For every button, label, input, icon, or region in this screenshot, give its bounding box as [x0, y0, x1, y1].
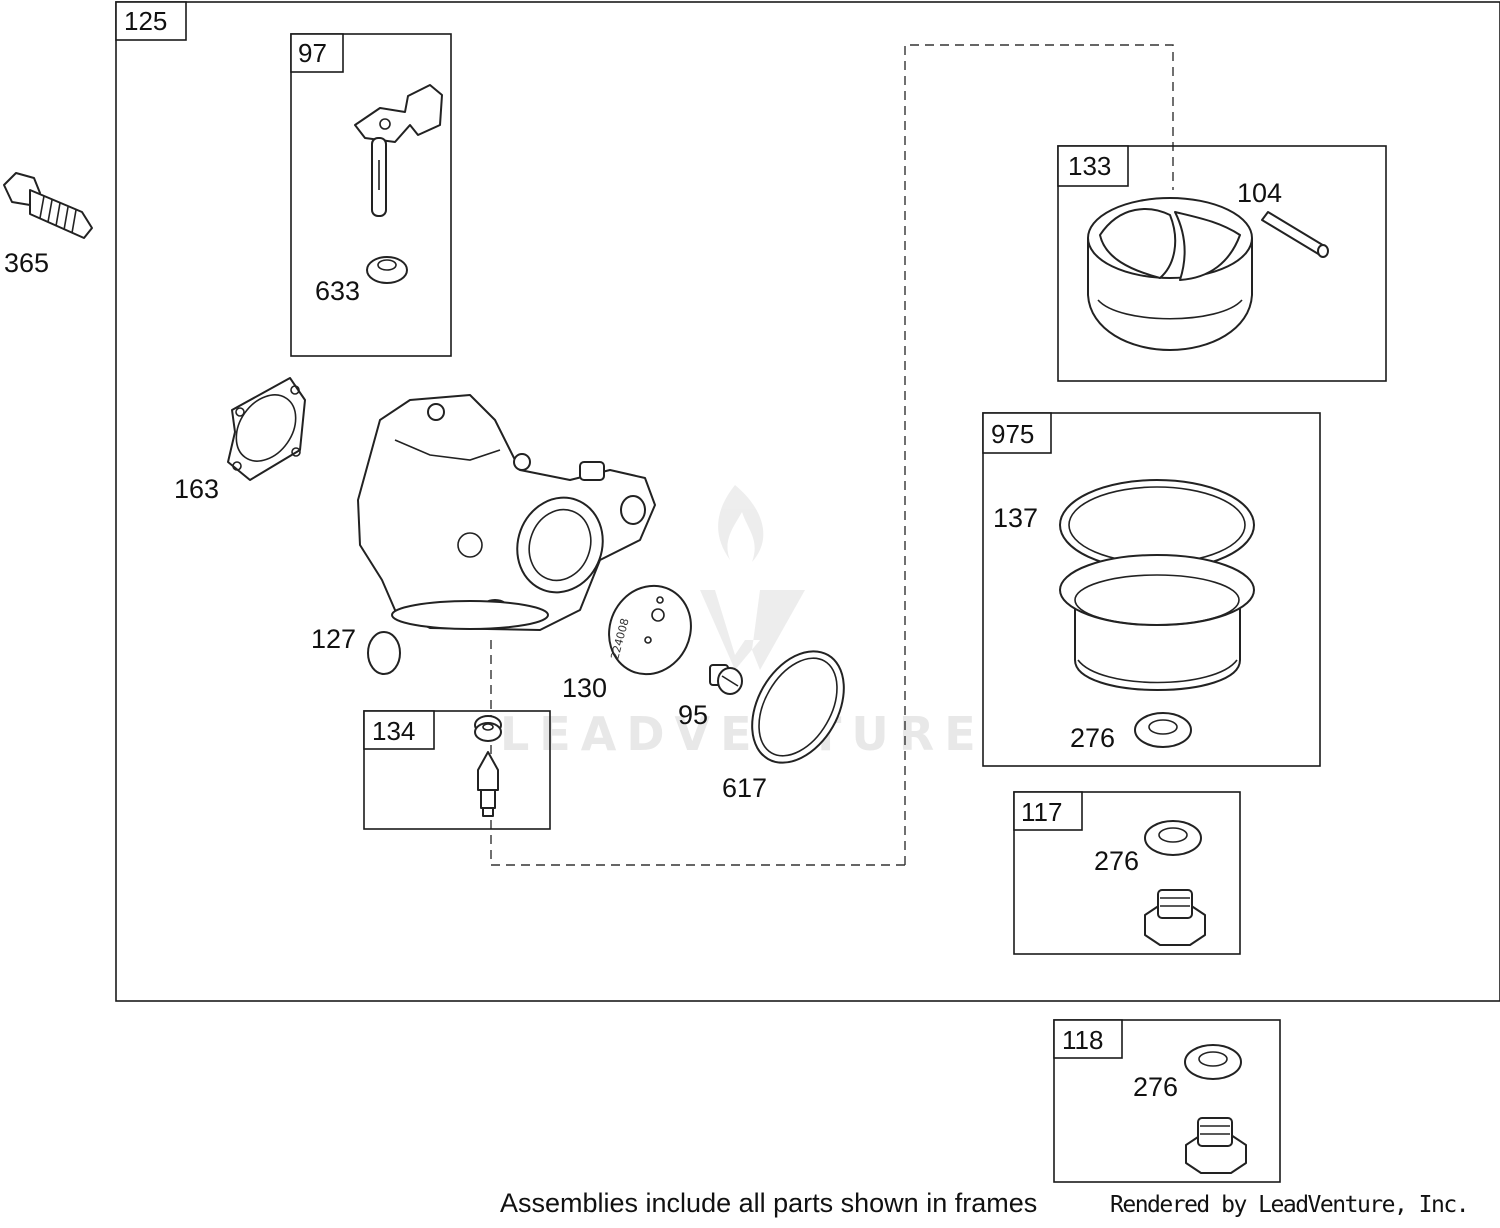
dashed-linkage-right [904, 44, 1174, 865]
callout-bolt: 365 [4, 248, 49, 278]
bolt-part [3, 172, 93, 239]
frame-drain-b-tag [1053, 1019, 1123, 1059]
callout-gasket: 163 [174, 474, 219, 504]
frame-float [1057, 145, 1387, 382]
frame-float-label: 133 [1068, 151, 1111, 181]
needle-seat-part [474, 715, 502, 742]
callout-washer-117: 276 [1094, 846, 1139, 876]
frame-main-label: 125 [124, 6, 167, 36]
frame-drain-a [1013, 791, 1241, 955]
frame-needle-tag [363, 710, 435, 750]
drain-screw-117-part [1144, 889, 1206, 946]
frame-needle [363, 710, 551, 830]
callout-plate: 130 [562, 673, 607, 703]
callout-bowl-gasket: 137 [993, 503, 1038, 533]
leadventure-watermark: LEADVENTURE [500, 485, 986, 761]
callout-pin: 104 [1237, 178, 1282, 208]
plate-part: 224008 [608, 584, 692, 676]
washer-118-part [1184, 1044, 1242, 1080]
frame-choke-label: 97 [298, 38, 327, 68]
frame-drain-b-label: 118 [1062, 1025, 1103, 1055]
washer-633-part [366, 256, 408, 284]
callout-washer-118: 276 [1133, 1072, 1178, 1102]
assemblies-note: Assemblies include all parts shown in fr… [500, 1188, 1038, 1218]
frame-float-tag [1057, 145, 1129, 187]
frame-choke [290, 33, 452, 357]
frame-bowl-label: 975 [991, 419, 1034, 449]
frame-main [115, 1, 1500, 1002]
frame-bowl [982, 412, 1321, 767]
drain-screw-118-part [1185, 1117, 1247, 1174]
washer-117-part [1144, 820, 1202, 856]
callout-screw: 95 [678, 700, 708, 730]
callout-washer-bowl: 276 [1070, 723, 1115, 753]
callout-oring: 617 [722, 773, 767, 803]
float-part [1087, 197, 1253, 351]
oring-part [751, 650, 845, 764]
watermark-text: LEADVENTURE [500, 707, 986, 761]
frame-drain-a-tag [1013, 791, 1083, 831]
frame-choke-tag [290, 33, 344, 73]
choke-shaft-part [354, 84, 443, 217]
gasket-part [227, 377, 306, 481]
frame-drain-b [1053, 1019, 1281, 1183]
float-bowl-part [1059, 554, 1255, 691]
render-credit: Rendered by LeadVenture, Inc. [1110, 1192, 1470, 1218]
carburetor-body-part [357, 394, 656, 631]
callout-plug: 127 [311, 624, 356, 654]
frame-drain-a-label: 117 [1021, 797, 1062, 827]
inlet-needle-part [477, 751, 499, 817]
callout-washer-633: 633 [315, 276, 360, 306]
screw-part [709, 664, 743, 695]
dashed-linkage-bottom [490, 640, 905, 866]
frame-needle-label: 134 [372, 716, 415, 746]
pin-part [1261, 211, 1329, 258]
plug-part [367, 631, 401, 675]
washer-bowl-part [1134, 712, 1192, 748]
frame-main-tag [115, 1, 187, 41]
frame-bowl-tag [982, 412, 1052, 454]
